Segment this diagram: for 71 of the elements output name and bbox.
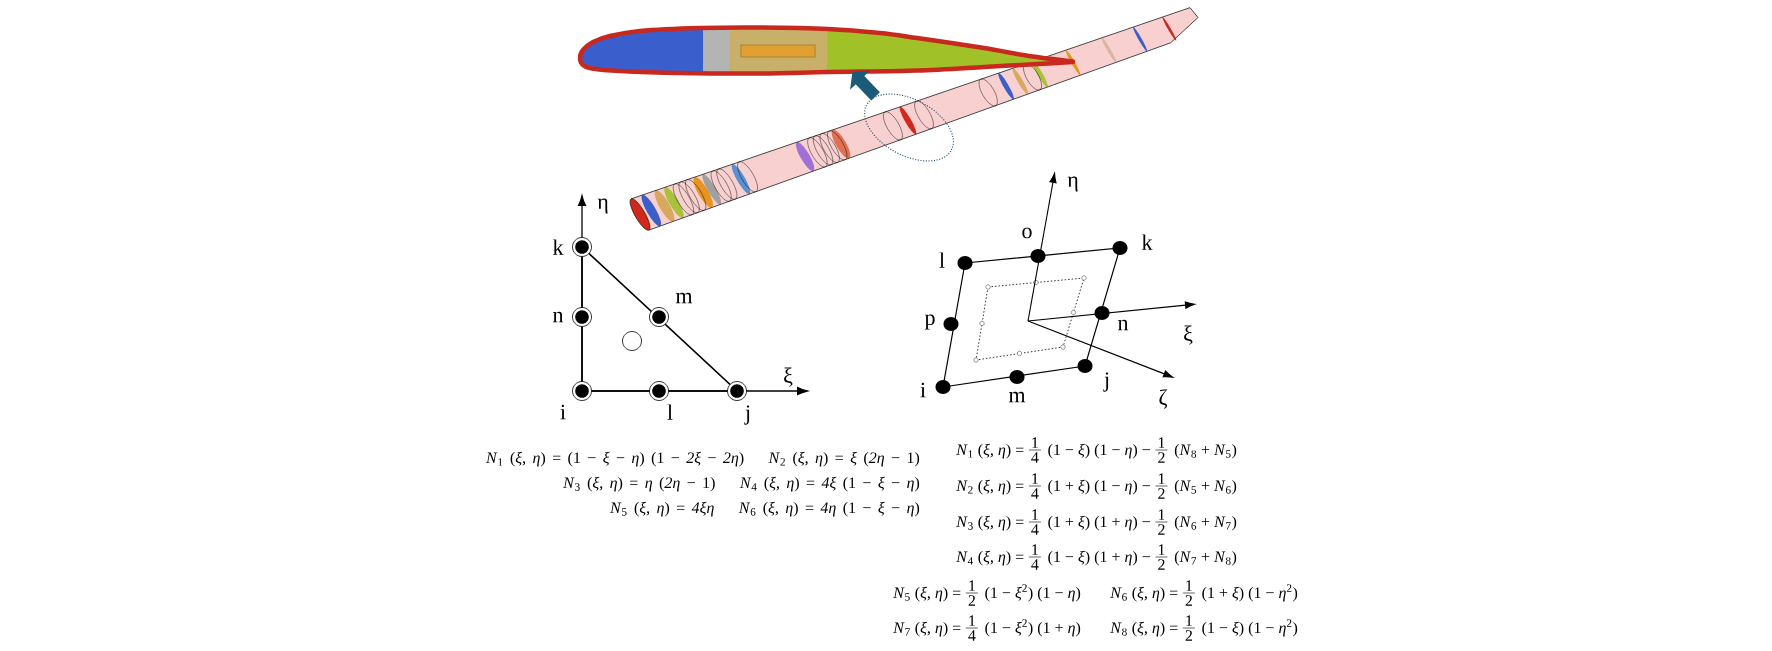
node-label: m (1008, 391, 1026, 403)
fraction-denominator: 2 (1185, 630, 1192, 641)
node-label: k (552, 239, 564, 255)
node-label: k (1141, 234, 1153, 250)
node-label: o (1022, 227, 1032, 239)
fraction-denominator: 2 (968, 595, 975, 606)
fraction-denominator: 4 (1031, 559, 1039, 570)
axis-label: ξ (784, 367, 793, 387)
formula: (1 − ξ$^{2}$) (1 − η) (985, 584, 1081, 602)
airfoil-section (577, 25, 1076, 76)
formula: N$_{8}$ (ξ, η) = (1110, 621, 1178, 637)
fraction-numerator: 1 (1158, 544, 1165, 555)
formula: (1 − ξ) (1 − η$^{2}$) (1202, 619, 1298, 637)
formula: N$_{7}$ (ξ, η) = (893, 621, 961, 637)
fraction-denominator: 2 (1158, 524, 1165, 535)
formula: (N$_{5}$ + N$_{6}$) (1174, 479, 1237, 495)
fraction-denominator: 4 (1031, 488, 1039, 499)
formula: (1 + ξ) (1 − η) − (1048, 479, 1150, 495)
node-label: n (553, 311, 564, 323)
fraction-numerator: 1 (1032, 437, 1038, 448)
fraction-denominator: 4 (1031, 524, 1039, 535)
fraction-numerator: 1 (969, 580, 975, 591)
node-label: n (1118, 319, 1129, 331)
formula: (1 − ξ) (1 − η) − (1048, 443, 1150, 459)
fraction-denominator: 4 (968, 630, 976, 641)
formula: N$_{4}$ (ξ, η) = 4ξ (1 − ξ − η) (739, 476, 920, 492)
formula: N$_{1}$ (ξ, η) = (956, 443, 1024, 459)
fraction-denominator: 2 (1158, 488, 1165, 499)
formula: (1 − ξ) (1 + η) − (1048, 550, 1150, 566)
node-label: j (1103, 372, 1109, 392)
axis-label: ζ (1159, 389, 1168, 409)
axis-label: ξ (1184, 325, 1193, 345)
axis-label: η (1067, 176, 1078, 192)
fraction-numerator: 1 (1158, 437, 1165, 448)
fraction-numerator: 1 (1032, 473, 1038, 484)
node-label: m (675, 292, 693, 304)
node-label: l (939, 252, 945, 268)
fraction-numerator: 1 (1186, 580, 1192, 591)
formula: (1 + ξ) (1 + η) − (1048, 515, 1150, 531)
fraction-numerator: 1 (1158, 473, 1165, 484)
node-label: l (667, 404, 673, 420)
formula: N$_{6}$ (ξ, η) = 4η (1 − ξ − η) (738, 501, 920, 517)
axis-label: η (597, 198, 608, 214)
formula: (N$_{8}$ + N$_{5}$) (1174, 443, 1237, 459)
formula: N$_{3}$ (ξ, η) = (956, 515, 1024, 531)
fraction-denominator: 4 (1031, 452, 1039, 463)
fraction-numerator: 1 (1158, 509, 1165, 520)
formula: (1 − ξ$^{2}$) (1 + η) (985, 619, 1081, 637)
formula: (1 + ξ) (1 − η$^{2}$) (1202, 584, 1298, 602)
fraction-numerator: 1 (969, 615, 975, 626)
node-label: p (924, 314, 935, 330)
fraction-numerator: 1 (1032, 509, 1038, 520)
formula: N$_{2}$ (ξ, η) = ξ (2η − 1) (768, 451, 920, 467)
fraction-numerator: 1 (1186, 615, 1192, 626)
fraction-denominator: 2 (1185, 595, 1192, 606)
formula: N$_{5}$ (ξ, η) = 4ξη (609, 501, 714, 517)
formula: N$_{1}$ (ξ, η) = (1 − ξ − η) (1 − 2ξ − 2η) (485, 451, 744, 467)
block-arrow (850, 70, 880, 101)
formula: (N$_{7}$ + N$_{8}$) (1174, 550, 1237, 566)
node-label: j (744, 405, 750, 425)
fraction-numerator: 1 (1032, 544, 1038, 555)
formula: N$_{2}$ (ξ, η) = (956, 479, 1024, 495)
formula: N$_{6}$ (ξ, η) = (1110, 586, 1178, 602)
formula: N$_{4}$ (ξ, η) = (956, 550, 1024, 566)
formula: N$_{3}$ (ξ, η) = η (2η − 1) (563, 476, 715, 492)
formula: (N$_{6}$ + N$_{7}$) (1174, 515, 1237, 531)
node-label: i (560, 404, 566, 420)
fraction-denominator: 2 (1158, 452, 1165, 463)
node-label: i (920, 382, 926, 398)
formula: N$_{5}$ (ξ, η) = (893, 586, 961, 602)
fraction-denominator: 2 (1158, 559, 1165, 570)
